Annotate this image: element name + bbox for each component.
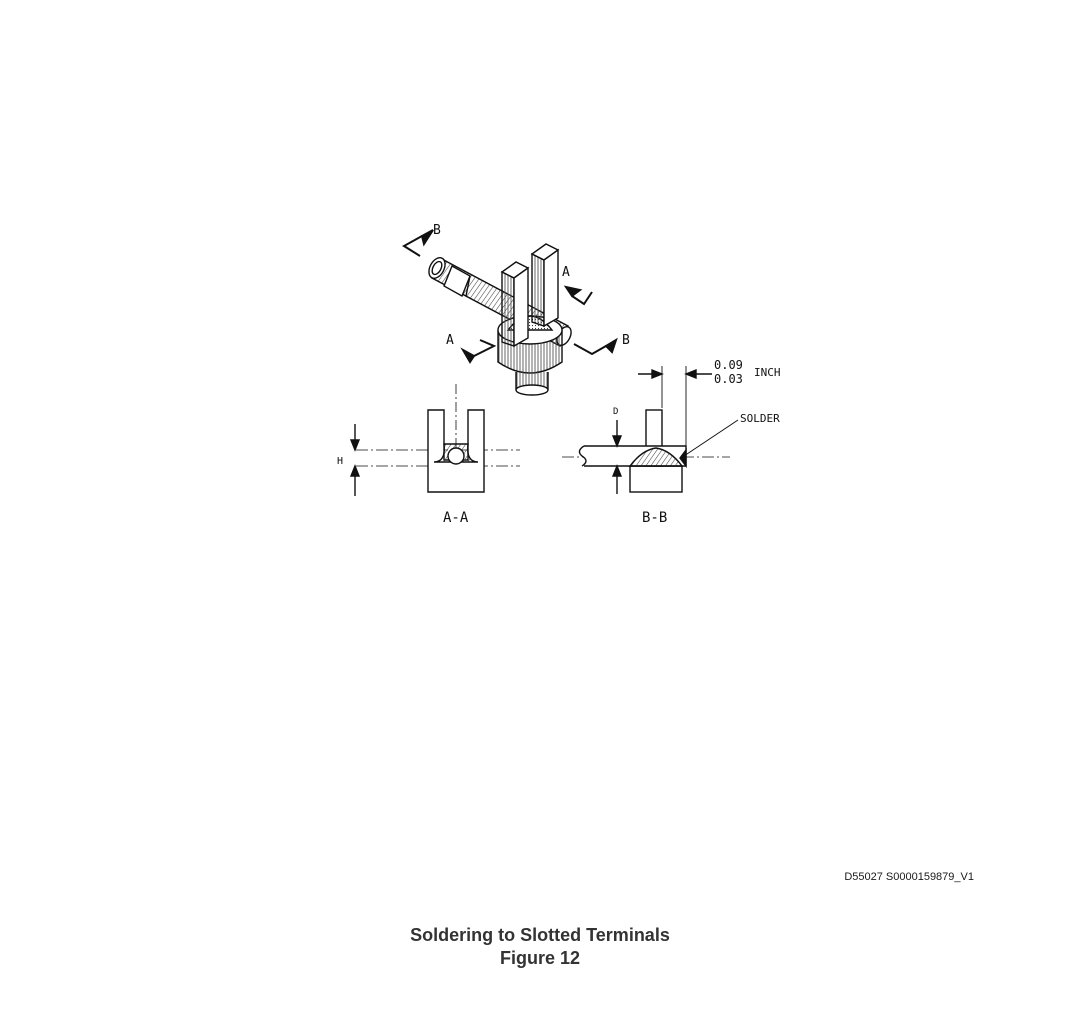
document-id: D55027 S0000159879_V1 (844, 871, 974, 883)
dimension-overhang (638, 366, 712, 446)
dimension-h (349, 424, 361, 496)
label-section-b-right: B (622, 333, 630, 348)
label-view-aa: A-A (443, 510, 469, 526)
figure-number: Figure 12 (499, 948, 581, 968)
terminal-post-right (530, 243, 560, 328)
label-dim-top: 0.09 (714, 358, 743, 372)
label-section-b-top: B (433, 223, 441, 238)
label-section-a-top: A (562, 265, 570, 280)
label-dim-bottom: 0.03 (714, 372, 743, 386)
section-aa-view (349, 384, 520, 496)
section-bb-view (562, 366, 739, 494)
label-section-a-left: A (446, 333, 454, 348)
label-solder: SOLDER (740, 412, 780, 425)
isometric-terminal-view (402, 229, 618, 396)
label-dim-unit: INCH (754, 366, 781, 379)
solder-leader-line (683, 419, 739, 457)
terminal-post-left (500, 261, 530, 348)
dimension-d (611, 420, 623, 494)
label-dim-d: D (613, 407, 618, 417)
figure-title: Soldering to Slotted Terminals (410, 925, 670, 945)
label-view-bb: B-B (642, 510, 667, 526)
label-dim-h: H (337, 456, 343, 467)
section-arrows (402, 229, 618, 364)
